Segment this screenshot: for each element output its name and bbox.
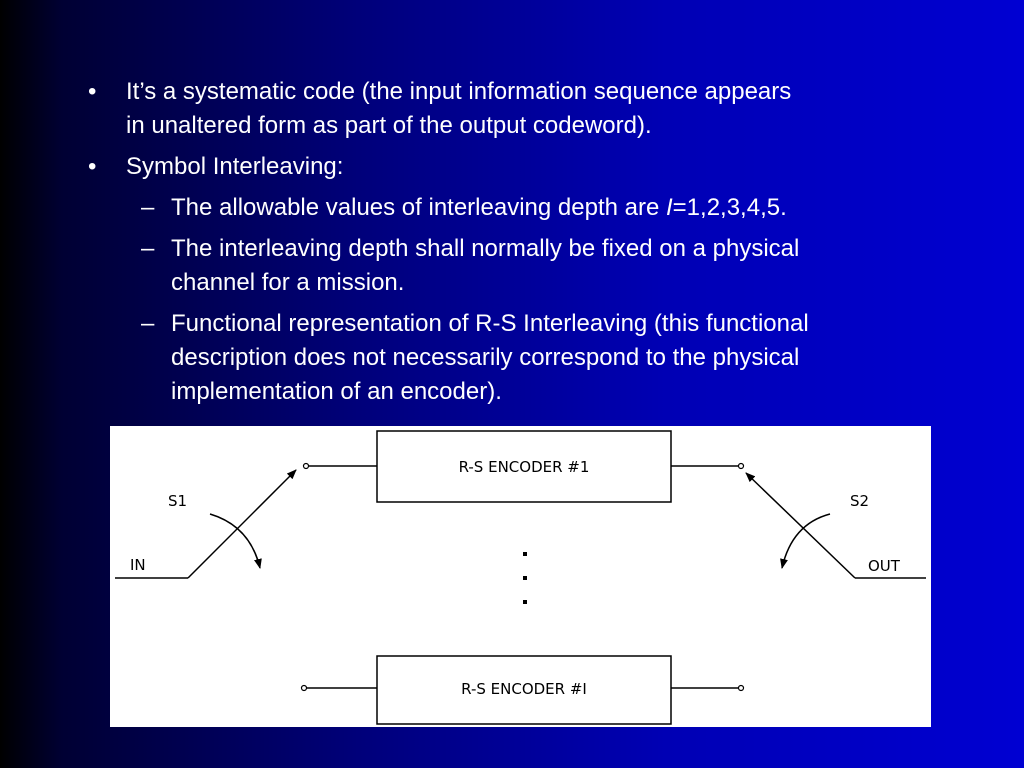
switch-s1-arm: [187, 469, 297, 579]
sub-bullet-2-line-2: channel for a mission.: [171, 269, 405, 296]
encoder-i-label: R-S ENCODER #I: [461, 680, 587, 698]
ellipsis-dot: [523, 552, 527, 556]
bullet-1-line-1: It’s a systematic code (the input inform…: [126, 78, 792, 105]
diagram-canvas: R-S ENCODER #1 R-S ENCODER #I IN S1 S2 O…: [115, 430, 926, 725]
switch-s2-arm: [745, 472, 856, 579]
encoder-i-box: [376, 655, 672, 725]
ellipsis-dot: [523, 576, 527, 580]
encoder-1-box: [376, 430, 672, 503]
sub-bullet-marker: –: [141, 310, 155, 337]
sub-bullet-2-line-1: The interleaving depth shall normally be…: [171, 235, 800, 262]
bullet-1-line-2: in unaltered form as part of the output …: [126, 112, 652, 139]
output-label: OUT: [868, 557, 901, 575]
ellipsis-dot: [523, 600, 527, 604]
sub-bullet-marker: –: [141, 235, 155, 262]
switch-s1-rotation-arrow: [209, 513, 262, 569]
sub-bullet-3-line-2: description does not necessarily corresp…: [171, 344, 800, 371]
sub-bullet-1: The allowable values of interleaving dep…: [171, 191, 787, 225]
depth-variable: I: [665, 194, 673, 221]
bullet-2-line-1: Symbol Interleaving:: [126, 153, 344, 180]
bullet-marker: •: [88, 78, 97, 105]
switch-s2-label: S2: [850, 492, 869, 510]
bullet-marker: •: [88, 153, 97, 180]
sub-bullet-3-line-1: Functional representation of R-S Interle…: [171, 310, 809, 337]
s1-contact-i: [300, 684, 308, 692]
switch-s1-label: S1: [168, 492, 187, 510]
sub-bullet-1-prefix: The allowable values of interleaving dep…: [171, 194, 666, 221]
encoder-1-label: R-S ENCODER #1: [459, 458, 590, 476]
sub-bullet-marker: –: [141, 194, 155, 221]
input-label: IN: [130, 556, 146, 574]
s2-contact-1: [737, 462, 745, 470]
sub-bullet-3-line-3: implementation of an encoder).: [171, 378, 502, 405]
switch-s2-rotation-arrow: [780, 513, 831, 569]
sub-bullet-1-suffix: =1,2,3,4,5.: [672, 194, 787, 221]
s1-contact-1: [302, 462, 310, 470]
interleaving-diagram: R-S ENCODER #1 R-S ENCODER #I IN S1 S2 O…: [110, 426, 931, 727]
s2-contact-i: [737, 684, 745, 692]
